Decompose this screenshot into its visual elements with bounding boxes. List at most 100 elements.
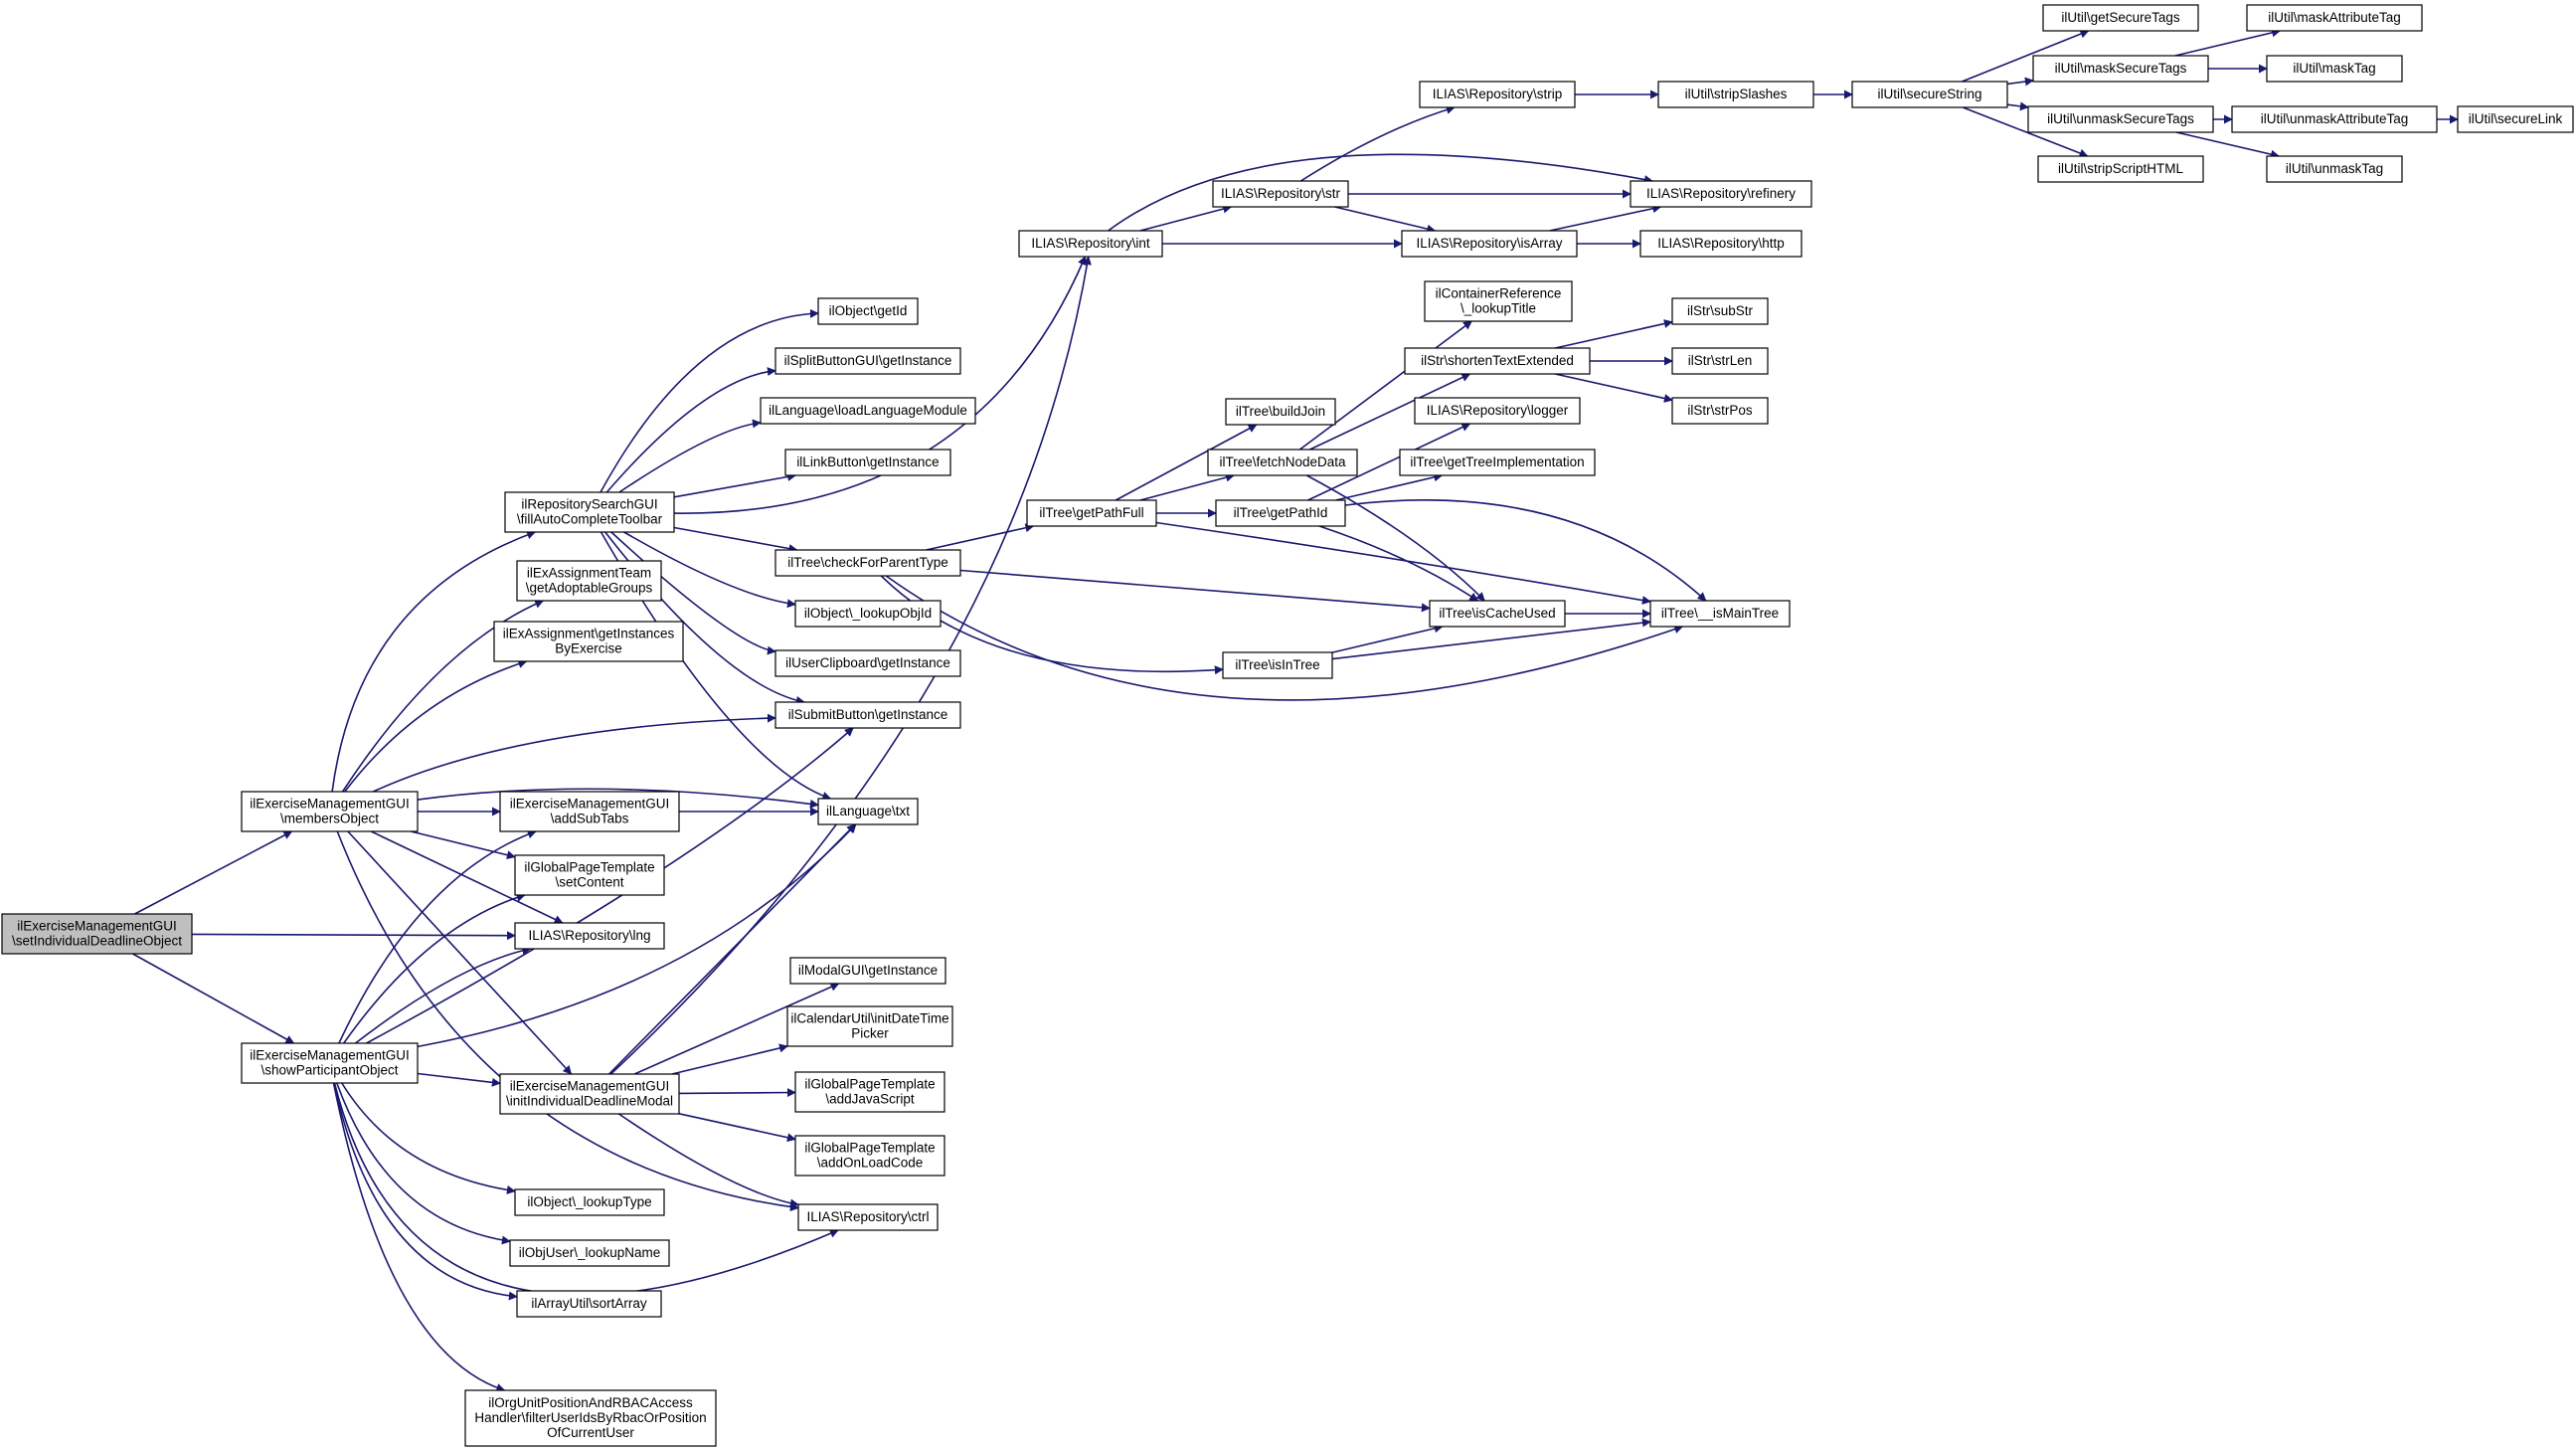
node-secureString[interactable]: ilUtil\secureString xyxy=(1851,81,2008,108)
node-label: Handler\filterUserIdsByRbacOrPosition xyxy=(474,1410,706,1425)
node-getPathId[interactable]: ilTree\getPathId xyxy=(1215,499,1346,527)
node-box xyxy=(794,1071,945,1113)
node-label: ilUtil\stripSlashes xyxy=(1685,87,1788,101)
node-box xyxy=(760,397,976,425)
node-buildJoin[interactable]: ilTree\buildJoin xyxy=(1225,398,1336,426)
node-label: ilTree\getPathId xyxy=(1234,505,1328,520)
node-isMainTree[interactable]: ilTree\__isMainTree xyxy=(1649,600,1791,628)
node-repoInt[interactable]: ILIAS\Repository\int xyxy=(1018,230,1163,258)
node-stripScriptHTML[interactable]: ilUtil\stripScriptHTML xyxy=(2037,155,2204,183)
node-label: \fillAutoCompleteToolbar xyxy=(517,512,663,527)
edge-root-to-showParticipantObject xyxy=(132,953,295,1044)
edge-secureString-to-maskSecureTags xyxy=(2006,77,2034,87)
node-label: ILIAS\Repository\lng xyxy=(528,928,650,943)
node-http[interactable]: ILIAS\Repository\http xyxy=(1639,230,1803,258)
node-unmaskTag[interactable]: ilUtil\unmaskTag xyxy=(2266,155,2403,183)
node-box xyxy=(774,549,961,577)
node-box xyxy=(1630,180,1812,208)
node-label: ilStr\shortenTextExtended xyxy=(1421,353,1574,368)
node-userClipboard[interactable]: ilUserClipboard\getInstance xyxy=(774,649,961,677)
node-checkForParentType[interactable]: ilTree\checkForParentType xyxy=(774,549,961,577)
node-repoStrip[interactable]: ILIAS\Repository\strip xyxy=(1419,81,1576,108)
node-label: ilArrayUtil\sortArray xyxy=(531,1296,647,1311)
node-label: ilStr\strPos xyxy=(1687,403,1753,418)
edge-root-to-membersObject xyxy=(134,830,293,915)
node-getAdoptableGroups[interactable]: ilExAssignmentTeam\getAdoptableGroups xyxy=(516,560,662,602)
edge-initIndividualDeadlineModal-to-repoInt xyxy=(609,256,1092,1075)
node-linkButton[interactable]: ilLinkButton\getInstance xyxy=(784,449,951,476)
edge-checkForParentType-to-isMainTree xyxy=(885,575,1684,701)
node-stripSlashes[interactable]: ilUtil\stripSlashes xyxy=(1657,81,1814,108)
node-txt[interactable]: ilLanguage\txt xyxy=(817,798,919,825)
node-ctrl[interactable]: ILIAS\Repository\ctrl xyxy=(797,1203,939,1231)
node-secureLink[interactable]: ilUtil\secureLink xyxy=(2457,105,2574,133)
node-box xyxy=(797,1203,939,1231)
node-maskTag[interactable]: ilUtil\maskTag xyxy=(2266,55,2403,83)
node-lookupTitle[interactable]: ilContainerReference\_lookupTitle xyxy=(1424,280,1573,322)
node-box xyxy=(514,854,665,896)
node-label: ilUtil\stripScriptHTML xyxy=(2058,161,2184,176)
node-label: ILIAS\Repository\int xyxy=(1031,236,1150,251)
node-box xyxy=(1429,600,1566,628)
edge-initIndividualDeadlineModal-to-modalGUI xyxy=(633,983,840,1075)
node-label: ilCalendarUtil\initDateTime xyxy=(790,1011,948,1026)
node-subStr[interactable]: ilStr\subStr xyxy=(1671,297,1769,325)
node-fillAutoCompleteToolbar[interactable]: ilRepositorySearchGUI\fillAutoCompleteTo… xyxy=(504,491,675,533)
node-getSecureTags[interactable]: ilUtil\getSecureTags xyxy=(2042,4,2199,32)
node-addJavaScript[interactable]: ilGlobalPageTemplate\addJavaScript xyxy=(794,1071,945,1113)
node-lookupName[interactable]: ilObjUser\_lookupName xyxy=(509,1239,670,1267)
node-showParticipantObject[interactable]: ilExerciseManagementGUI\showParticipantO… xyxy=(241,1042,419,1084)
node-strPos[interactable]: ilStr\strPos xyxy=(1671,397,1769,425)
edge-membersObject-to-lng xyxy=(370,830,564,924)
node-root[interactable]: ilExerciseManagementGUI\setIndividualDea… xyxy=(1,913,193,955)
node-modalGUI[interactable]: ilModalGUI\getInstance xyxy=(789,957,946,985)
node-label: ilRepositorySearchGUI xyxy=(521,497,657,512)
node-repoLogger[interactable]: ILIAS\Repository\logger xyxy=(1414,397,1581,425)
node-getId[interactable]: ilObject\getId xyxy=(817,297,919,325)
node-filterUserIds[interactable]: ilOrgUnitPositionAndRBACAccessHandler\fi… xyxy=(464,1389,717,1447)
node-box xyxy=(2037,155,2204,183)
node-setContent[interactable]: ilGlobalPageTemplate\setContent xyxy=(514,854,665,896)
node-isInTree[interactable]: ilTree\isInTree xyxy=(1222,651,1333,679)
node-splitButton[interactable]: ilSplitButtonGUI\getInstance xyxy=(774,347,961,375)
node-lookupObjId[interactable]: ilObject\_lookupObjId xyxy=(794,600,942,628)
node-getPathFull[interactable]: ilTree\getPathFull xyxy=(1026,499,1157,527)
node-lookupType[interactable]: ilObject\_lookupType xyxy=(514,1188,665,1216)
node-addOnLoadCode[interactable]: ilGlobalPageTemplate\addOnLoadCode xyxy=(794,1135,945,1177)
node-box xyxy=(504,491,675,533)
node-loadLanguageModule[interactable]: ilLanguage\loadLanguageModule xyxy=(760,397,976,425)
node-label: ilExerciseManagementGUI xyxy=(250,797,410,812)
node-label: \addSubTabs xyxy=(551,812,629,826)
node-label: ilObject\getId xyxy=(829,303,908,318)
node-shortenTextExtended[interactable]: ilStr\shortenTextExtended xyxy=(1404,347,1591,375)
node-addSubTabs[interactable]: ilExerciseManagementGUI\addSubTabs xyxy=(499,791,680,832)
node-strLen[interactable]: ilStr\strLen xyxy=(1671,347,1769,375)
node-getTreeImplementation[interactable]: ilTree\getTreeImplementation xyxy=(1399,449,1596,476)
node-initIndividualDeadlineModal[interactable]: ilExerciseManagementGUI\initIndividualDe… xyxy=(499,1073,680,1115)
node-refinery[interactable]: ILIAS\Repository\refinery xyxy=(1630,180,1812,208)
node-unmaskAttributeTag[interactable]: ilUtil\unmaskAttributeTag xyxy=(2231,105,2438,133)
node-repoStr[interactable]: ILIAS\Repository\str xyxy=(1212,180,1349,208)
node-label: ilTree\getTreeImplementation xyxy=(1410,454,1584,469)
node-label: ilTree\isCacheUsed xyxy=(1439,606,1555,621)
node-submitButton[interactable]: ilSubmitButton\getInstance xyxy=(774,701,961,729)
node-maskSecureTags[interactable]: ilUtil\maskSecureTags xyxy=(2032,55,2209,83)
edge-membersObject-to-setContent xyxy=(411,830,516,860)
node-box xyxy=(464,1389,717,1447)
node-box xyxy=(1414,397,1581,425)
node-label: \showParticipantObject xyxy=(260,1063,398,1078)
node-isCacheUsed[interactable]: ilTree\isCacheUsed xyxy=(1429,600,1566,628)
node-label: ilUtil\getSecureTags xyxy=(2061,10,2180,25)
node-lng[interactable]: ILIAS\Repository\lng xyxy=(514,922,665,950)
node-unmaskSecureTags[interactable]: ilUtil\unmaskSecureTags xyxy=(2027,105,2214,133)
node-sortArray[interactable]: ilArrayUtil\sortArray xyxy=(516,1290,662,1318)
node-maskAttributeTag[interactable]: ilUtil\maskAttributeTag xyxy=(2246,4,2423,32)
node-box xyxy=(1401,230,1578,258)
node-fetchNodeData[interactable]: ilTree\fetchNodeData xyxy=(1207,449,1358,476)
node-label: \membersObject xyxy=(280,812,379,826)
node-repoIsArray[interactable]: ILIAS\Repository\isArray xyxy=(1401,230,1578,258)
node-membersObject[interactable]: ilExerciseManagementGUI\membersObject xyxy=(241,791,419,832)
node-box xyxy=(1225,398,1336,426)
